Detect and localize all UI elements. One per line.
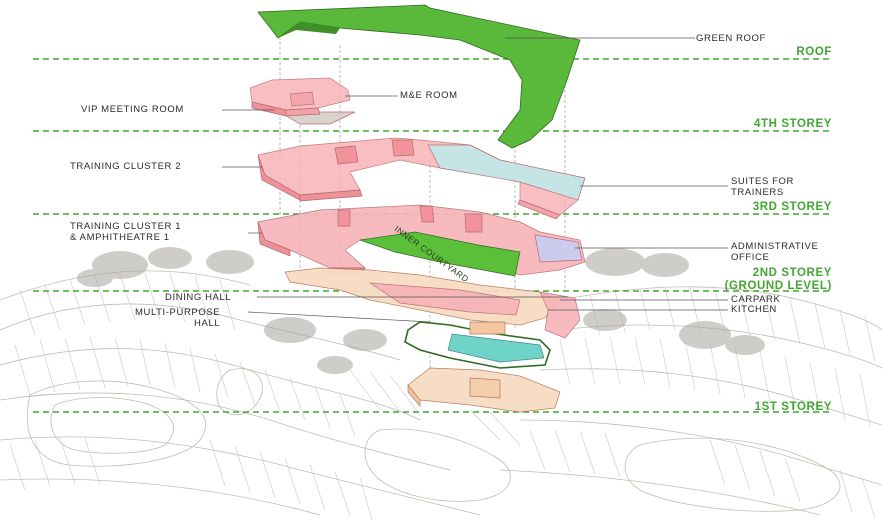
- multi-purpose-hall-label: MULTI-PURPOSE HALL: [135, 307, 220, 329]
- ground-level-block: [284, 267, 581, 369]
- second-storey-block: [257, 204, 586, 277]
- training-cluster-1-label: TRAINING CLUSTER 1 & AMPHITHEATRE 1: [70, 221, 181, 243]
- level-3rd-storey-label: 3RD STOREY: [752, 201, 832, 213]
- suites-line1: SUITES FOR: [731, 176, 795, 187]
- level-2nd-storey-line2: (GROUND LEVEL): [724, 280, 832, 292]
- admin-line2: OFFICE: [731, 252, 770, 263]
- level-1st-storey-label: 1ST STOREY: [754, 401, 832, 413]
- suites-for-trainers-label: SUITES FOR TRAINERS: [731, 176, 794, 198]
- multipurpose-line1: MULTI-PURPOSE: [135, 307, 221, 318]
- suites-line2: TRAINERS: [731, 187, 784, 198]
- first-storey-block: [407, 367, 561, 413]
- third-storey-block: [257, 137, 586, 220]
- carpark-label: CARPARK: [731, 294, 781, 305]
- level-2nd-storey-line1: 2ND STOREY: [752, 267, 832, 279]
- level-4th-storey-label: 4TH STOREY: [754, 118, 832, 130]
- admin-line1: ADMINISTRATIVE: [731, 241, 819, 252]
- dining-hall-label: DINING HALL: [165, 292, 232, 303]
- terrain-hatching: [9, 272, 876, 521]
- level-roof-label: ROOF: [796, 46, 832, 58]
- training-cluster-1-line2: & AMPHITHEATRE 1: [70, 232, 170, 243]
- green-roof-slab: [257, 4, 581, 149]
- tree-canopies: [77, 247, 765, 374]
- administrative-office-label: ADMINISTRATIVE OFFICE: [731, 241, 818, 263]
- training-cluster-1-line1: TRAINING CLUSTER 1: [70, 221, 182, 232]
- vip-meeting-room-label: VIP MEETING ROOM: [81, 104, 184, 115]
- kitchen-label: KITCHEN: [731, 304, 777, 315]
- fourth-storey-block: [249, 77, 356, 125]
- me-room-label: M&E ROOM: [400, 90, 458, 101]
- multipurpose-line2: HALL: [194, 318, 221, 329]
- green-roof-label: GREEN ROOF: [696, 33, 766, 44]
- level-lines: [33, 58, 832, 413]
- leader-lines: [222, 37, 728, 323]
- level-2nd-storey-label: 2ND STOREY (GROUND LEVEL): [725, 267, 832, 293]
- training-cluster-2-label: TRAINING CLUSTER 2: [70, 161, 182, 172]
